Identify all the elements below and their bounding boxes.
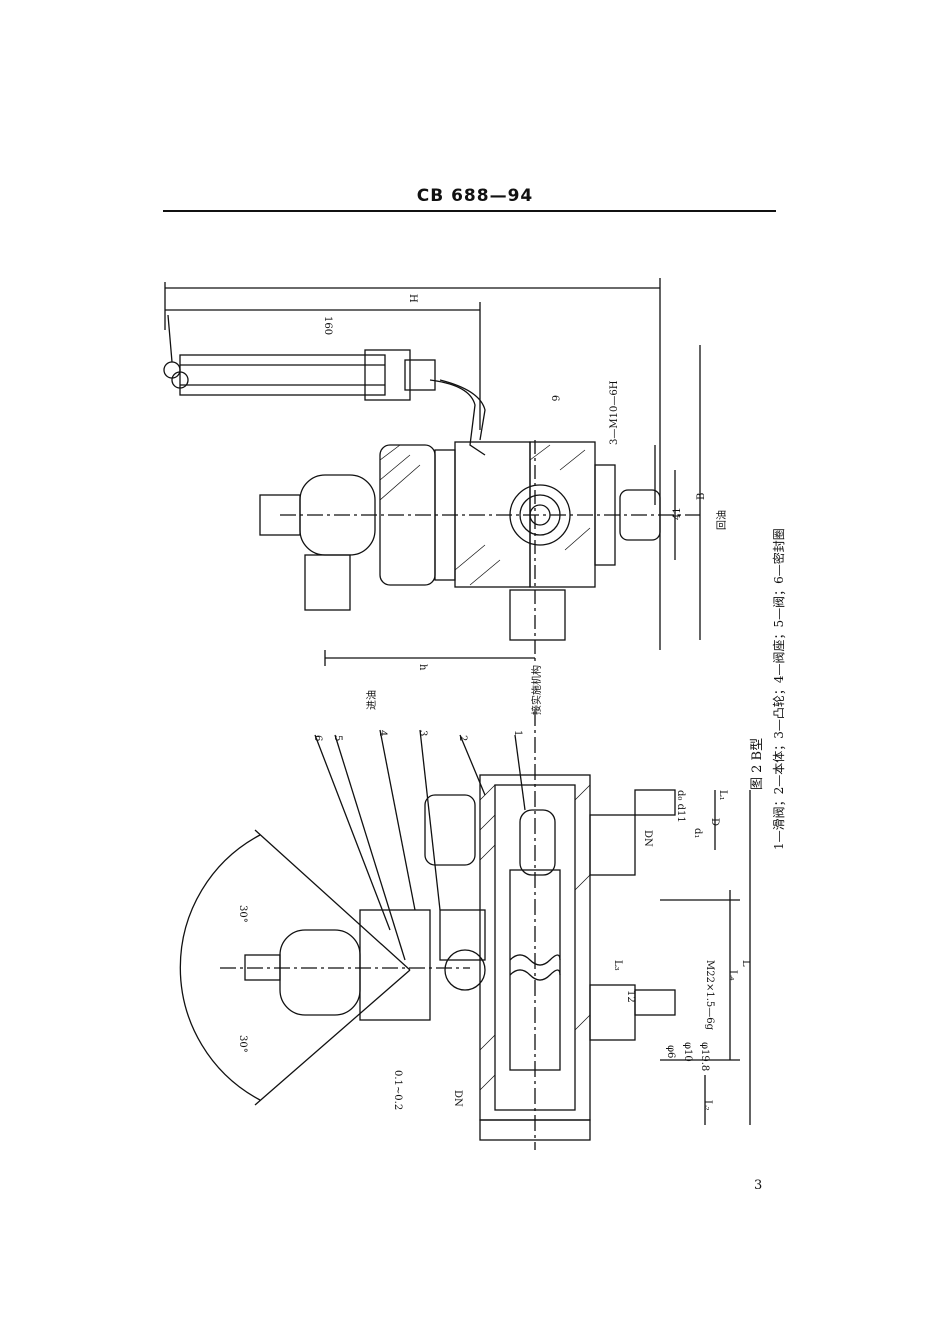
label-d1: d₁ [692, 828, 703, 838]
label-d-d11: d₀ d11 [675, 790, 686, 823]
label-thread-m22: M22×1.5—6g [704, 960, 715, 1031]
label-clearance: 0.1~0.2 [392, 1070, 403, 1110]
label-B: B [696, 493, 707, 500]
figure-legend-wrap: 1—滑阀；2—本体；3—凸轮；4—阀座；5—阀；6—密封圈 [770, 528, 950, 867]
figure-legend: 1—滑阀；2—本体；3—凸轮；4—阀座；5—阀；6—密封圈 [772, 528, 786, 850]
label-phi10: φ10 [682, 1042, 693, 1062]
label-to-actuator: 接实施机构 [530, 665, 543, 715]
label-h: h [417, 664, 428, 671]
label-phi6: φ6 [665, 1045, 676, 1058]
label-DN-a: DN [452, 1090, 463, 1107]
label-phi198: φ19.8 [699, 1042, 710, 1071]
label-angle-a: 30° [237, 905, 248, 923]
label-2: 2 [457, 735, 468, 741]
label-DN-b: DN [642, 830, 653, 847]
header-rule [163, 210, 776, 212]
label-12: 12 [625, 990, 636, 1003]
label-41: 41 [672, 507, 683, 520]
label-5: 5 [332, 735, 343, 741]
label-L4: L₄ [727, 970, 738, 981]
label-L3: L₃ [612, 960, 623, 971]
label-D: D [709, 818, 720, 826]
page-number: 3 [754, 1178, 763, 1193]
label-angle-b: 30° [237, 1035, 248, 1053]
label-160: 160 [322, 316, 333, 335]
figure-title: 图 2 B型 [750, 737, 765, 790]
label-3: 3 [417, 730, 428, 736]
technical-drawing: H 160 h B 41 3—M10—6H 回油 6 进油 接实施机构 6 5 … [140, 270, 790, 1150]
label-4: 4 [377, 730, 388, 736]
label-H: H [407, 294, 418, 303]
label-L: L [740, 960, 751, 967]
label-inlet-oil: 进油 [365, 690, 378, 710]
standard-number: CB 688—94 [416, 186, 534, 206]
label-L1: L₁ [717, 790, 728, 801]
valve-drawing-svg: H 160 h B 41 3—M10—6H 回油 6 进油 接实施机构 6 5 … [163, 278, 751, 1150]
label-6-bottom: 6 [312, 735, 323, 741]
label-1: 1 [512, 730, 523, 736]
label-thread-top: 3—M10—6H [609, 380, 620, 445]
label-L2: L₂ [702, 1100, 713, 1111]
label-return-oil: 回油 [715, 510, 728, 530]
label-6-top: 6 [549, 395, 560, 401]
